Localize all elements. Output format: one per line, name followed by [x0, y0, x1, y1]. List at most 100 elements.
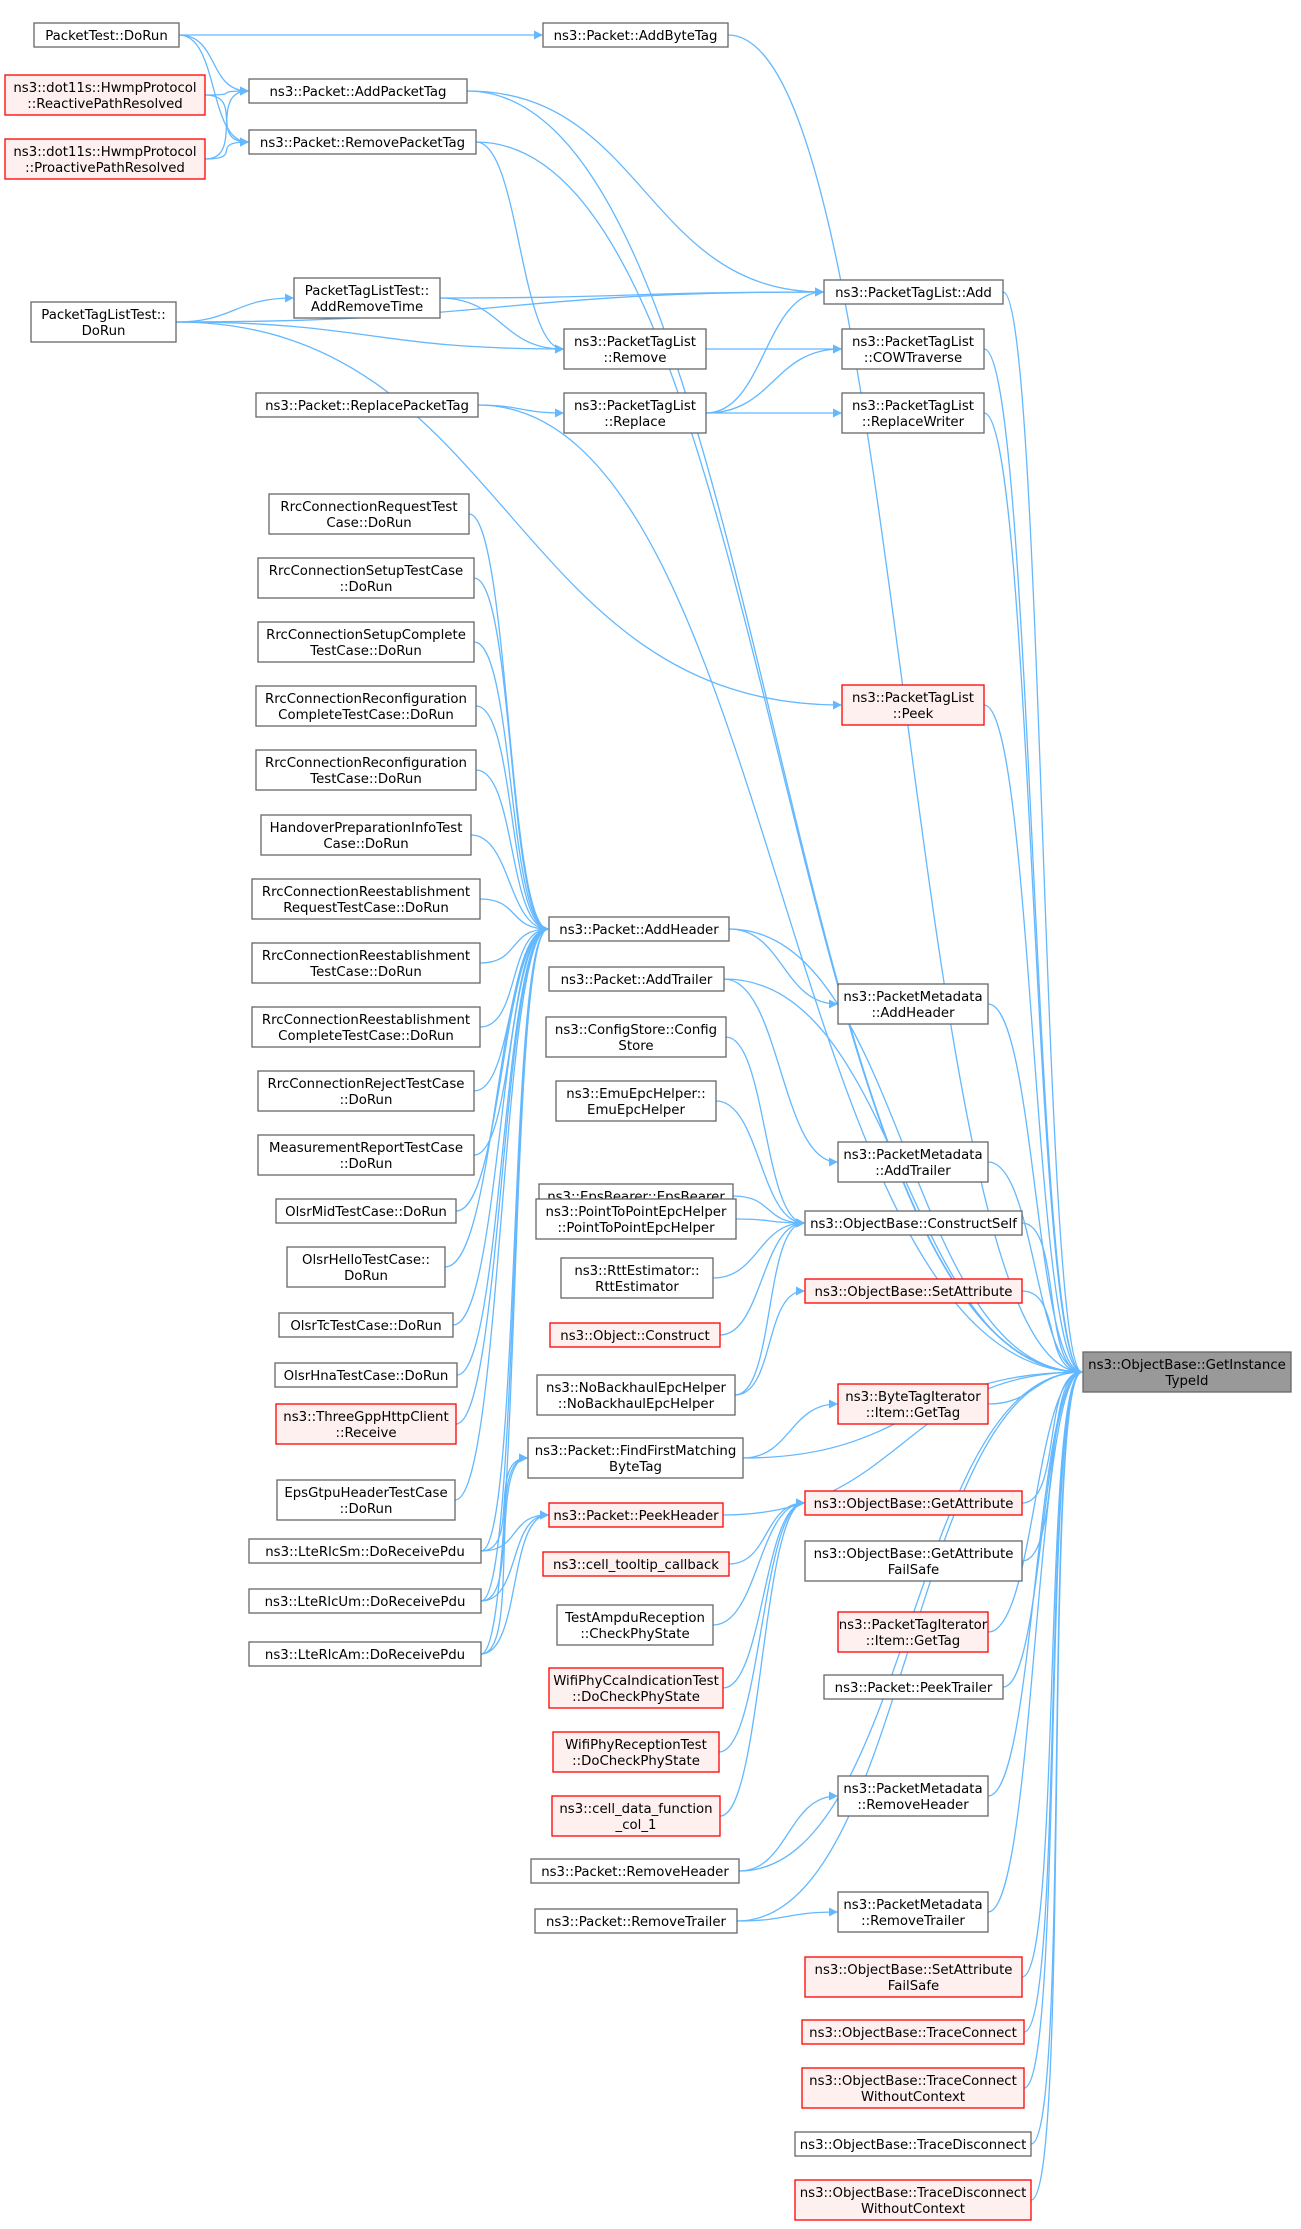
node-addheader[interactable]: ns3::Packet::AddHeader: [548, 916, 730, 942]
node-ptl-remove[interactable]: ns3::PacketTagList::Remove: [563, 328, 707, 370]
edge-rrc-reest-to-addheader: [479, 924, 549, 964]
node-traceconnectwc[interactable]: ns3::ObjectBase::TraceConnectWithoutCont…: [801, 2067, 1025, 2109]
node-peektrailer[interactable]: ns3::Packet::PeekTrailer: [823, 1674, 1004, 1700]
node-label-line: ::NoBackhaulEpcHelper: [558, 1397, 715, 1412]
node-traceconnect[interactable]: ns3::ObjectBase::TraceConnect: [801, 2019, 1025, 2045]
node-label-line: RrcConnectionSetupComplete: [266, 628, 466, 643]
node-rrc-reestcomplete[interactable]: RrcConnectionReestablishmentCompleteTest…: [251, 1006, 481, 1048]
node-celldata[interactable]: ns3::cell_data_function_col_1: [551, 1795, 721, 1837]
node-pti-gettag[interactable]: ns3::PacketTagIterator::Item::GetTag: [837, 1611, 989, 1653]
node-rrc-setup[interactable]: RrcConnectionSetupTestCase::DoRun: [257, 557, 475, 599]
node-rrc-reject[interactable]: RrcConnectionRejectTestCase::DoRun: [257, 1070, 475, 1112]
node-bti-gettag[interactable]: ns3::ByteTagIterator::Item::GetTag: [837, 1383, 989, 1425]
node-olsrmid[interactable]: OlsrMidTestCase::DoRun: [275, 1198, 457, 1224]
node-label-line: ns3::PacketMetadata: [843, 1782, 982, 1797]
node-pm-addtrailer[interactable]: ns3::PacketMetadata::AddTrailer: [837, 1141, 989, 1183]
node-setattribute[interactable]: ns3::ObjectBase::SetAttribute: [804, 1278, 1023, 1304]
node-pm-removetrailer[interactable]: ns3::PacketMetadata::RemoveTrailer: [837, 1891, 989, 1933]
node-replacepackettag[interactable]: ns3::Packet::ReplacePacketTag: [255, 392, 479, 418]
node-celltooltip[interactable]: ns3::cell_tooltip_callback: [542, 1551, 730, 1577]
node-emuepc[interactable]: ns3::EmuEpcHelper::EmuEpcHelper: [555, 1080, 717, 1122]
node-removeheader[interactable]: ns3::Packet::RemoveHeader: [530, 1858, 740, 1884]
edge-ptlt-dorun-to-ptl-peek: [175, 321, 842, 710]
node-label-line: ns3::LteRlcUm::DoReceivePdu: [265, 1595, 466, 1610]
node-rlcum[interactable]: ns3::LteRlcUm::DoReceivePdu: [248, 1588, 482, 1614]
node-olsrhello[interactable]: OlsrHelloTestCase::DoRun: [286, 1246, 446, 1288]
node-ptl-cow[interactable]: ns3::PacketTagList::COWTraverse: [841, 328, 985, 370]
node-rrc-setupcomplete[interactable]: RrcConnectionSetupCompleteTestCase::DoRu…: [257, 621, 475, 663]
node-label-line: RttEstimator: [595, 1280, 679, 1295]
node-addbytetag[interactable]: ns3::Packet::AddByteTag: [542, 22, 729, 48]
node-box: [837, 1775, 989, 1817]
node-label-line: ns3::ByteTagIterator: [845, 1390, 981, 1405]
node-label-line: TestCase::DoRun: [309, 772, 422, 787]
node-getattribute[interactable]: ns3::ObjectBase::GetAttribute: [804, 1490, 1023, 1516]
node-label-line: ::DoCheckPhyState: [572, 1690, 700, 1705]
node-label-line: ns3::ObjectBase::TraceDisconnect: [800, 2138, 1027, 2153]
node-removepackettag[interactable]: ns3::Packet::RemovePacketTag: [248, 129, 477, 155]
node-label-line: RequestTestCase::DoRun: [283, 901, 449, 916]
node-box: [804, 1210, 1023, 1236]
node-p2pepc[interactable]: ns3::PointToPointEpcHelper::PointToPoint…: [535, 1198, 737, 1240]
node-threegpp[interactable]: ns3::ThreeGppHttpClient::Receive: [275, 1403, 457, 1445]
node-label-line: RrcConnectionRejectTestCase: [268, 1077, 465, 1092]
node-constructself[interactable]: ns3::ObjectBase::ConstructSelf: [804, 1210, 1023, 1236]
node-label-line: ns3::cell_tooltip_callback: [553, 1558, 719, 1573]
node-ampdu[interactable]: TestAmpduReception::CheckPhyState: [556, 1604, 714, 1646]
node-rrc-reconf[interactable]: RrcConnectionReconfigurationTestCase::Do…: [255, 749, 477, 791]
node-box: [823, 1674, 1004, 1700]
node-measreport[interactable]: MeasurementReportTestCase::DoRun: [257, 1134, 475, 1176]
node-pm-removeheader[interactable]: ns3::PacketMetadata::RemoveHeader: [837, 1775, 989, 1817]
node-wifirecep[interactable]: WifiPhyReceptionTest::DoCheckPhyState: [552, 1731, 720, 1773]
node-peekheader[interactable]: ns3::Packet::PeekHeader: [548, 1502, 724, 1528]
node-cca[interactable]: WifiPhyCcaIndicationTest::DoCheckPhyStat…: [548, 1667, 724, 1709]
node-ptl-add[interactable]: ns3::PacketTagList::Add: [823, 279, 1004, 305]
node-configstore[interactable]: ns3::ConfigStore::ConfigStore: [545, 1016, 727, 1058]
node-rlcam[interactable]: ns3::LteRlcAm::DoReceivePdu: [248, 1641, 482, 1667]
node-box: [251, 878, 481, 920]
node-ptl-replace[interactable]: ns3::PacketTagList::Replace: [563, 392, 707, 434]
edge-traceconnectwc-to-root: [1023, 1367, 1083, 2089]
node-nobackhaul[interactable]: ns3::NoBackhaulEpcHelper::NoBackhaulEpcH…: [536, 1374, 736, 1416]
node-addpackettag[interactable]: ns3::Packet::AddPacketTag: [248, 78, 468, 104]
node-label-line: ns3::ThreeGppHttpClient: [283, 1410, 448, 1425]
node-tracedisconnectwc[interactable]: ns3::ObjectBase::TraceDisconnectWithoutC…: [794, 2179, 1032, 2221]
node-label-line: ns3::Packet::ReplacePacketTag: [265, 399, 469, 414]
node-removetrailer[interactable]: ns3::Packet::RemoveTrailer: [534, 1908, 738, 1934]
node-tracedisconnect[interactable]: ns3::ObjectBase::TraceDisconnect: [794, 2131, 1032, 2157]
node-label-line: ::DoRun: [340, 1502, 393, 1517]
node-box: [286, 1246, 446, 1288]
node-pm-addheader[interactable]: ns3::PacketMetadata::AddHeader: [837, 983, 989, 1025]
node-ptlt-addremove[interactable]: PacketTagListTest::AddRemoveTime: [293, 277, 441, 319]
node-rttest[interactable]: ns3::RttEstimator::RttEstimator: [560, 1257, 714, 1299]
node-label-line: ns3::ConfigStore::Config: [555, 1023, 717, 1038]
node-objconstruct[interactable]: ns3::Object::Construct: [549, 1322, 721, 1348]
node-rrc-reest[interactable]: RrcConnectionReestablishmentTestCase::Do…: [251, 942, 481, 984]
node-rrc-reestreq[interactable]: RrcConnectionReestablishmentRequestTestC…: [251, 878, 481, 920]
node-olsrtc[interactable]: OlsrTcTestCase::DoRun: [278, 1312, 454, 1338]
node-label-line: ns3::Packet::RemoveHeader: [541, 1865, 729, 1880]
node-rrc-reconfcomplete[interactable]: RrcConnectionReconfigurationCompleteTest…: [255, 685, 477, 727]
node-reactive[interactable]: ns3::dot11s::HwmpProtocol::ReactivePathR…: [4, 74, 206, 116]
node-ptl-peek[interactable]: ns3::PacketTagList::Peek: [841, 684, 985, 726]
node-box: [794, 2131, 1032, 2157]
node-olsrhna[interactable]: OlsrHnaTestCase::DoRun: [274, 1362, 458, 1388]
node-proactive[interactable]: ns3::dot11s::HwmpProtocol::ProactivePath…: [4, 138, 206, 180]
edge-configstore-to-constructself: [725, 1036, 805, 1228]
node-box: [549, 1322, 721, 1348]
node-label-line: ns3::ObjectBase::GetInstance: [1088, 1358, 1286, 1373]
node-ptl-replacewriter[interactable]: ns3::PacketTagList::ReplaceWriter: [841, 392, 985, 434]
edge-rlcam-to-peekheader: [480, 1510, 549, 1655]
node-epsgtpu[interactable]: EpsGtpuHeaderTestCase::DoRun: [276, 1479, 456, 1521]
node-ptlt-dorun[interactable]: PacketTagListTest::DoRun: [30, 301, 177, 343]
node-label-line: ::DoCheckPhyState: [572, 1754, 700, 1769]
node-addtrailer[interactable]: ns3::Packet::AddTrailer: [548, 966, 725, 992]
node-rlcsm[interactable]: ns3::LteRlcSm::DoReceivePdu: [248, 1538, 482, 1564]
node-pt-dorun[interactable]: PacketTest::DoRun: [33, 22, 180, 48]
